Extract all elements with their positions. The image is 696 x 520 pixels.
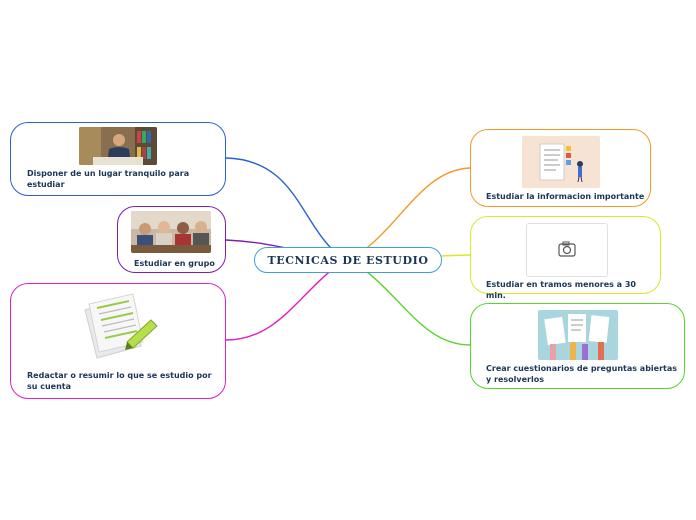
label-tramos-menores: Estudiar en tramos menores a 30 min.	[486, 280, 636, 300]
notes-illustration-image	[522, 136, 600, 188]
image-placeholder	[526, 223, 608, 277]
central-topic[interactable]: TECNICAS DE ESTUDIO	[254, 247, 442, 273]
label-estudiar-grupo: Estudiar en grupo	[134, 259, 215, 268]
node-informacion-importante[interactable]: Estudiar la informacion importante	[470, 129, 651, 207]
student-library-image	[79, 127, 157, 165]
label-informacion-importante: Estudiar la informacion importante	[486, 192, 645, 201]
node-tramos-menores[interactable]: Estudiar en tramos menores a 30 min.	[470, 216, 661, 300]
group-study-image	[131, 211, 211, 253]
label-lugar-tranquilo: Disponer de un lugar tranquilo para estu…	[27, 169, 190, 189]
node-estudiar-grupo[interactable]: Estudiar en grupo	[117, 206, 226, 273]
documents-highlighter-image	[79, 290, 159, 362]
node-crear-cuestionarios[interactable]: Crear cuestionarios de preguntas abierta…	[470, 303, 685, 389]
label-crear-cuestionarios: Crear cuestionarios de preguntas abierta…	[486, 364, 678, 384]
camera-icon	[558, 241, 576, 257]
questionnaires-image	[538, 310, 618, 360]
link-lugar	[225, 157, 346, 261]
central-title: TECNICAS DE ESTUDIO	[267, 253, 429, 267]
label-redactar-resumir: Redactar o resumir lo que se estudio por…	[27, 371, 212, 391]
node-lugar-tranquilo[interactable]: Disponer de un lugar tranquilo para estu…	[10, 122, 226, 196]
node-redactar-resumir[interactable]: Redactar o resumir lo que se estudio por…	[10, 283, 226, 399]
